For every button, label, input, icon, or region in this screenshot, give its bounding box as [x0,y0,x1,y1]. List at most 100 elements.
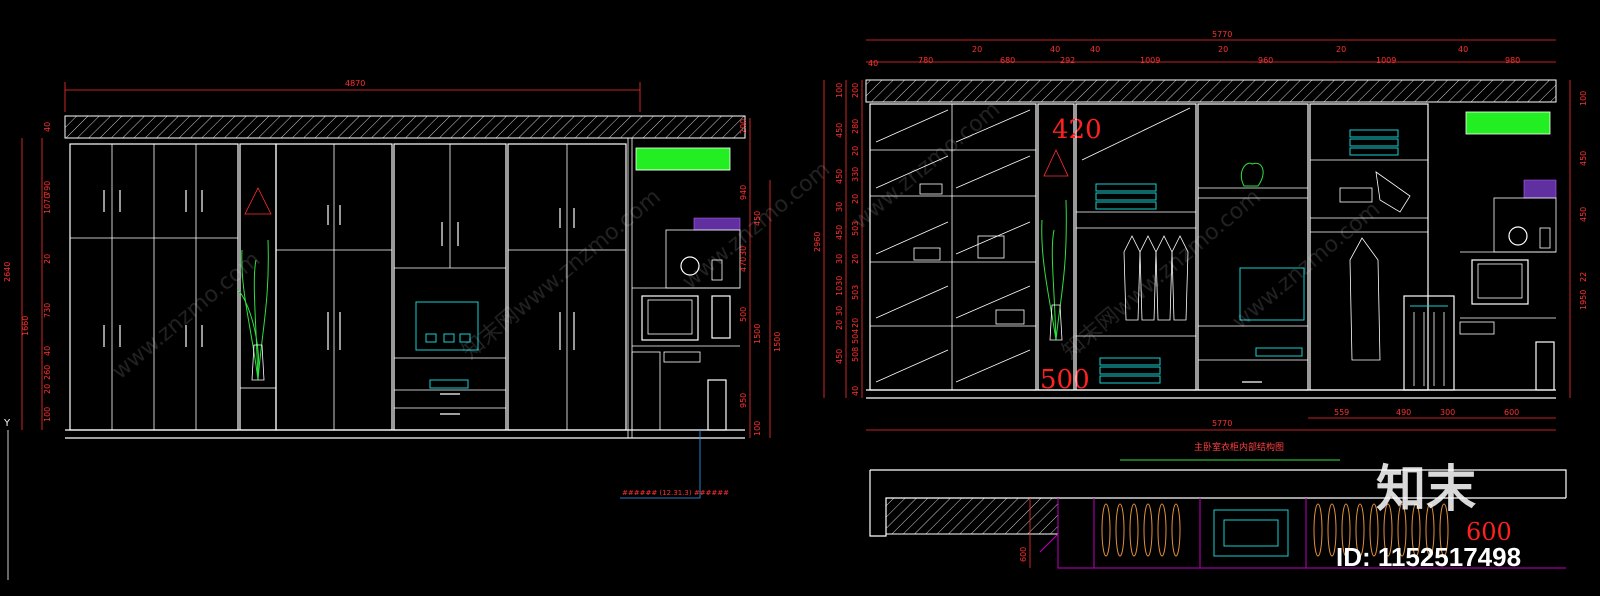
hat-icon [1375,171,1411,213]
tv-socket [425,333,437,343]
shelves [870,109,1036,383]
dim-label: 450 [835,169,844,184]
dim-label: 260 [43,365,52,380]
vase-icon [1049,304,1063,341]
dim-label: 20 [1218,45,1228,54]
folded-clothes-icon [1339,187,1373,203]
callout-leader [620,430,701,499]
desk-drawer [1459,321,1495,335]
right-top-dims: 40 780 20 680 40 292 40 1009 20 960 20 1… [868,45,1520,68]
left-elevation: 4870 [3,79,782,499]
brand-logo: 知末 [1376,460,1476,518]
watermark: www.znzmo.com [1228,197,1385,335]
pc-tower-floor-icon [707,379,727,431]
folded-towels-icon [1349,129,1399,156]
right-elevation: 5770 40 780 20 680 40 292 40 1009 20 960… [813,30,1588,461]
dim-label: 1500 [773,332,782,352]
watermark: 知末网www.znzmo.com [458,184,666,364]
monitor-icon [1471,259,1529,305]
pc-tower-icon [1535,341,1555,391]
dim-label: 680 [1000,56,1015,65]
vase-icon [251,344,265,381]
plan-depth-dim: 600 [1019,547,1028,562]
dim-label: 790 [43,181,52,196]
right-right-dims: 100 450 450 22 1950 [1579,91,1588,310]
spotlight-icon [1043,149,1069,177]
dim-label: 292 [1060,56,1075,65]
dim-label: 730 [43,303,52,318]
dim-label: 20 [851,194,860,204]
dim-label: 100 [835,83,844,98]
glass-reflection [1081,107,1191,161]
dim-label: 20 [43,384,52,394]
dim-label: 503 [851,221,860,236]
dim-label: 508 [851,347,860,362]
dim-label: 780 [918,56,933,65]
dim-label: 20 [851,146,860,156]
dim-label: 40 [43,122,52,132]
right-bottom-width: 5770 [1212,419,1232,428]
right-ceiling-hatch [865,79,1557,103]
pc-tower-icon [711,295,731,339]
dim-label: 500 [739,307,748,322]
plant-niche-right [1037,103,1075,391]
folded-towels-icon [1095,183,1161,384]
tv-icon [415,301,479,351]
dim-label: 22 [1579,272,1588,282]
door-handles [103,190,203,347]
dim-label: 200 [851,83,860,98]
door-handles [559,208,575,350]
dvd-player-icon [429,379,469,389]
dim-label: 1009 [1376,56,1396,65]
dim-label: 300 [1440,408,1455,417]
door-handles [441,222,459,246]
left-ceiling-hatch [64,115,746,139]
dim-label: 40 [1050,45,1060,54]
dim-label: 450 [835,349,844,364]
air-conditioner-icon [635,147,731,171]
door-handles [327,205,341,350]
monitor-icon [641,295,699,341]
hanging-bay [1075,103,1197,391]
watermark: 知末网www.znzmo.com [1058,184,1266,364]
dim-label: 450 [835,225,844,240]
right-total-height: 2960 [813,232,822,252]
keyboard-tray [663,351,701,363]
pen-holder-icon [711,259,723,281]
dim-label: 450 [1579,151,1588,166]
dim-label: 40 [1458,45,1468,54]
plan-outline [1057,498,1566,569]
dim-label: 600 [1504,408,1519,417]
folded-clothes-icon [919,183,943,195]
folded-clothes-icon [913,247,941,261]
dim-label: 330 [851,167,860,182]
dim-label: 940 [739,185,748,200]
dim-label: 20 [851,254,860,264]
dim-label: 40 [851,386,860,396]
dim-label: 100 [753,421,762,436]
watermark-layer: www.znzmo.com 知末网www.znzmo.com www.znzmo… [108,97,1385,385]
dim-label: 1500 [753,324,762,344]
plant-niche [239,143,277,431]
dim-label: 950 [739,393,748,408]
ornament-icon [1240,162,1264,187]
dim-label: 40 [1090,45,1100,54]
dim-label: 503 [851,285,860,300]
plan-view: 600 600 [869,469,1567,569]
books-icon [1523,179,1557,199]
dim-label: 450 [1579,207,1588,222]
left-overall-width: 4870 [345,79,365,88]
axis-y-label: Y [3,418,11,429]
dim-label: 200 [739,119,748,134]
dim-label: 40 [43,346,52,356]
dim-label: 1950 [1579,290,1588,310]
open-shelving-bay [869,103,1037,391]
dvd-player-icon [1255,347,1303,357]
dim-label: 20 [835,320,844,330]
plan-tv-screen [1223,519,1279,547]
dim-label: 559 [1334,408,1349,417]
wall-line [627,137,633,439]
brand-id: ID: 1152517498 [1336,542,1521,572]
alarm-clock-icon [1508,226,1528,246]
